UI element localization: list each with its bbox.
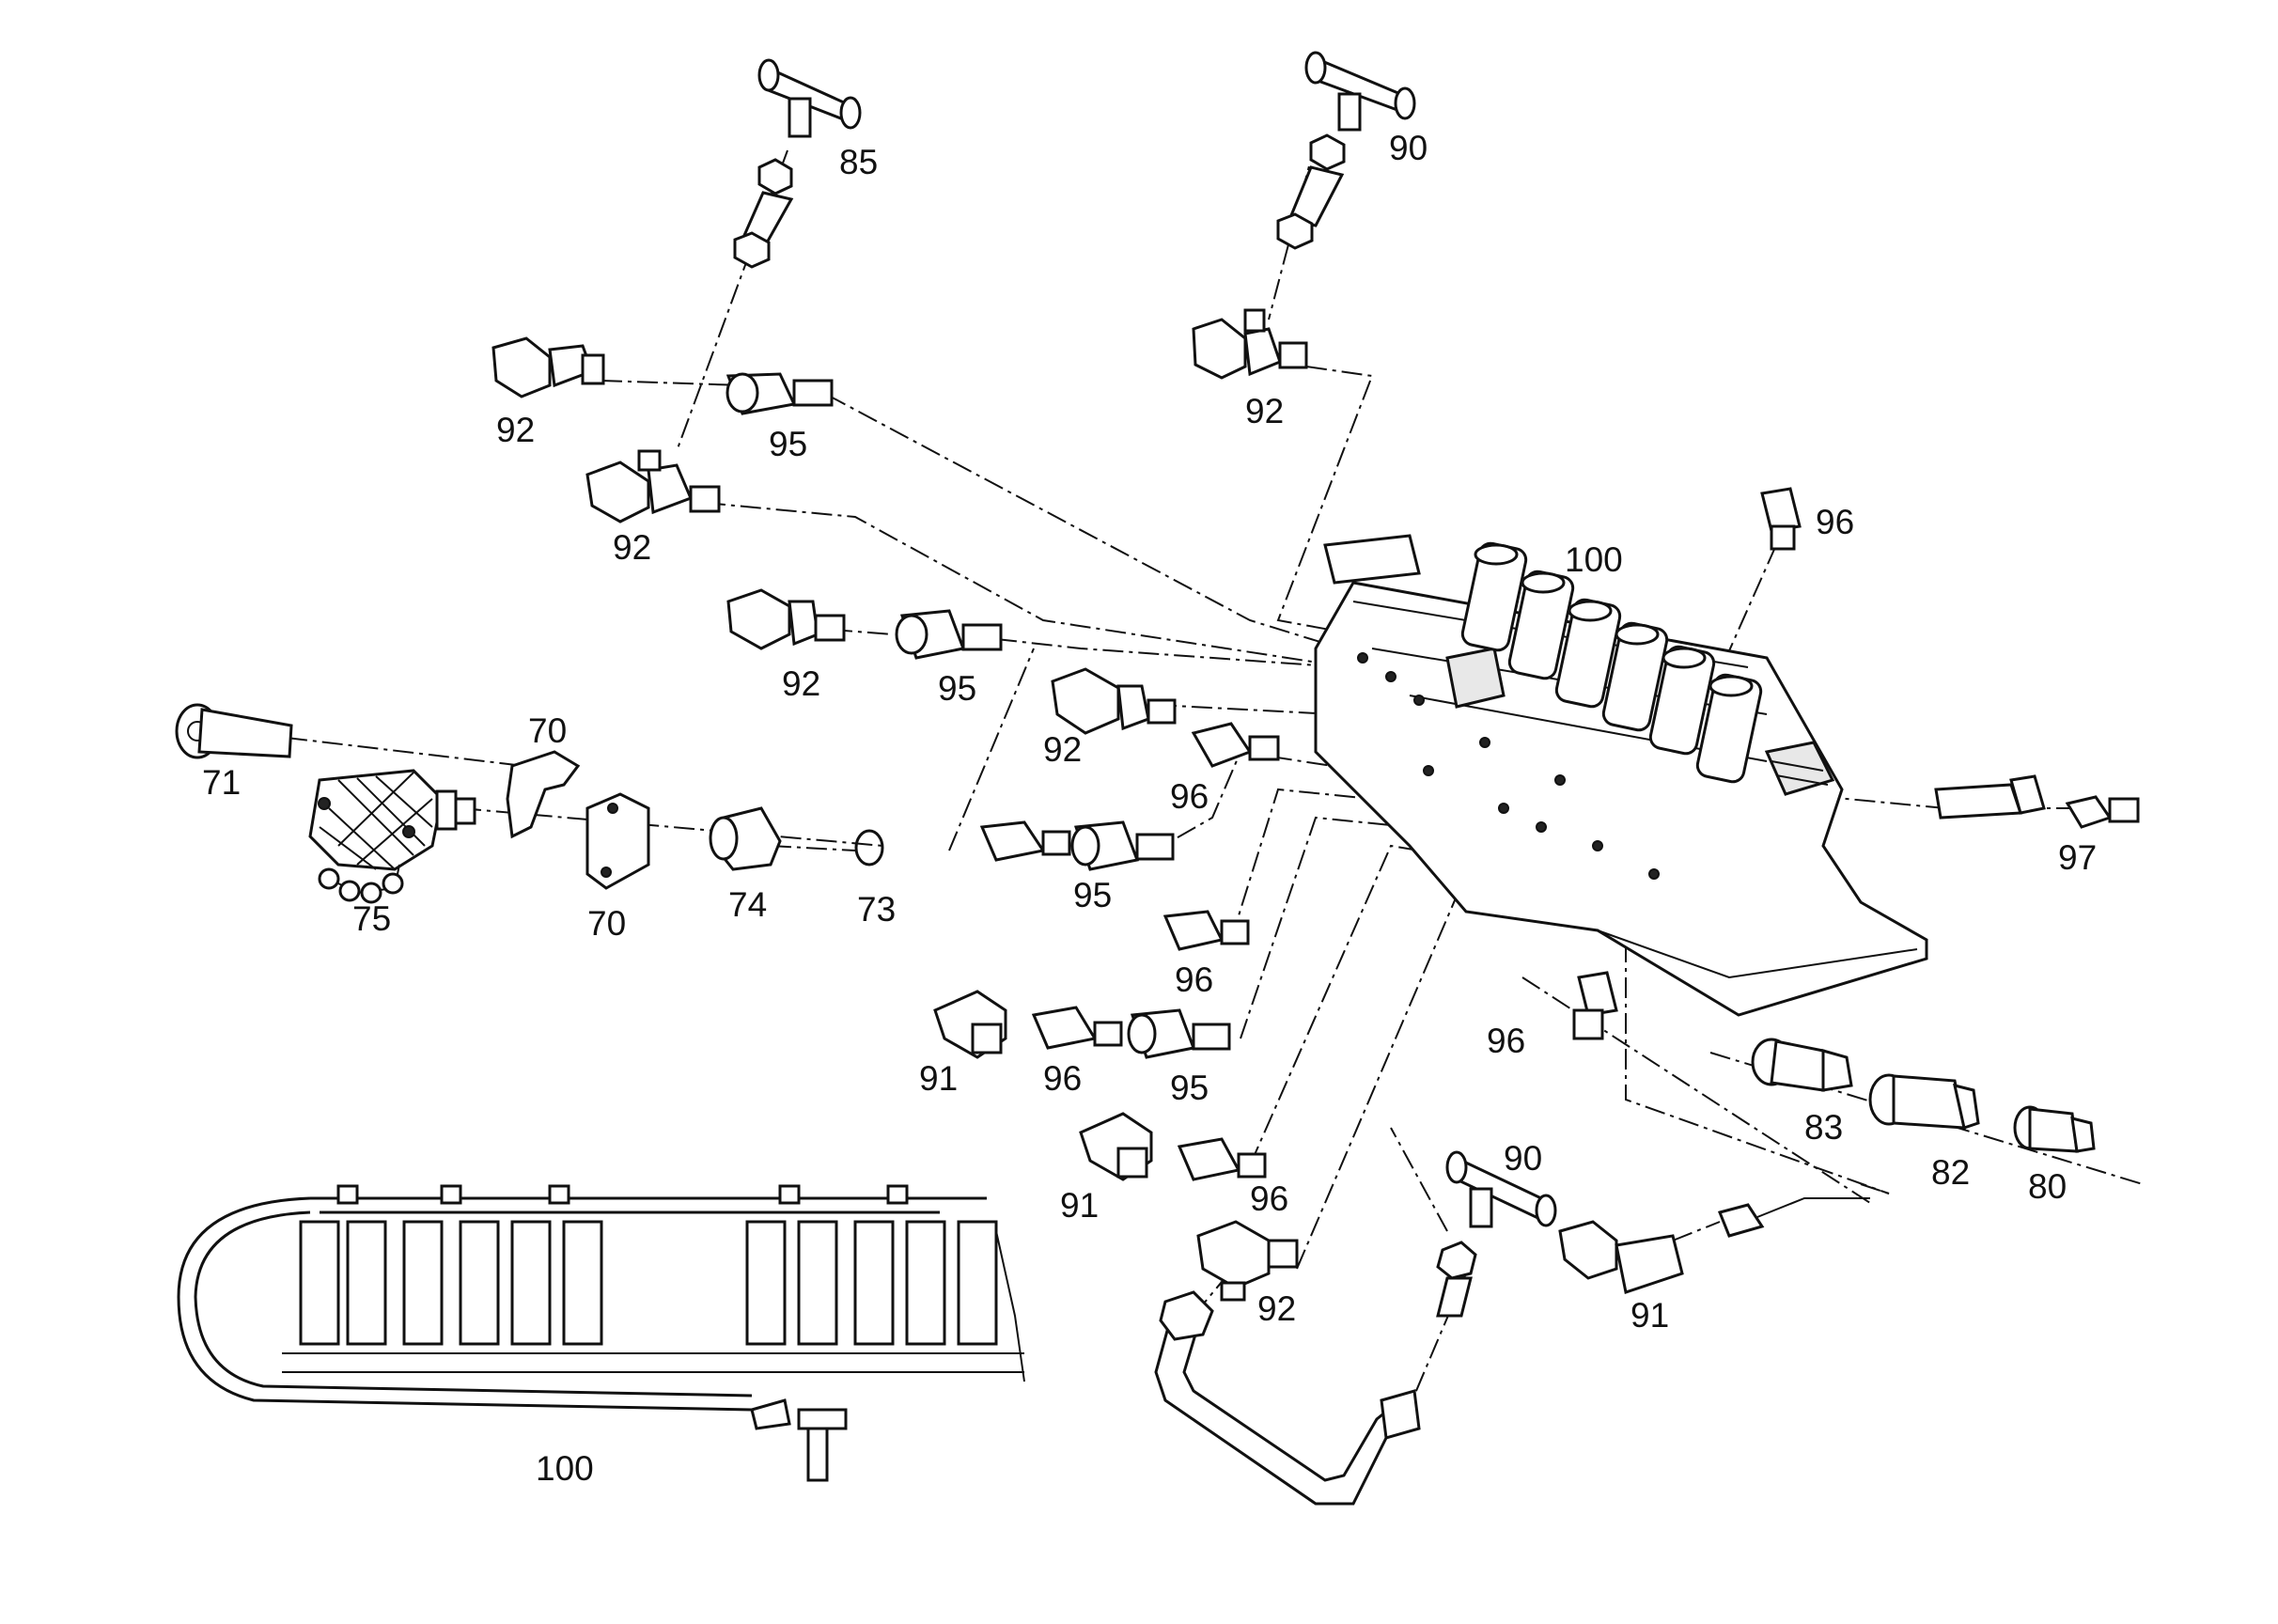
fitting-83 xyxy=(1751,1038,1853,1092)
fitting-96-e xyxy=(1177,1137,1267,1181)
label-90: 90 xyxy=(1504,1139,1542,1178)
fitting-95-b xyxy=(895,609,1003,660)
label-96: 96 xyxy=(1250,1179,1288,1218)
label-100: 100 xyxy=(1565,540,1623,579)
label-91: 91 xyxy=(919,1059,958,1098)
o-ring-73 xyxy=(854,829,884,867)
tee-fitting-90-top xyxy=(1276,51,1416,250)
fitting-96-f xyxy=(1572,971,1618,1040)
fitting-91-b xyxy=(1079,1112,1153,1181)
fitting-91-a xyxy=(933,990,1007,1059)
label-92: 92 xyxy=(1043,730,1082,769)
fitting-82 xyxy=(1868,1073,1980,1130)
fitting-96-b xyxy=(979,820,1071,862)
tee-fitting-90-bottom xyxy=(1445,1150,1557,1228)
clamp-70-bottom xyxy=(585,792,650,890)
pipe-97 xyxy=(1934,774,2140,829)
fitting-92-b xyxy=(585,449,721,523)
pipe-nut-bottom xyxy=(1436,1241,1477,1318)
fitting-96-top xyxy=(1760,487,1802,551)
fitting-95-c xyxy=(1070,820,1175,871)
label-96: 96 xyxy=(1170,777,1209,816)
tee-fitting-85 xyxy=(733,58,862,269)
elbow-fitting-91 xyxy=(1558,1197,1870,1294)
label-92: 92 xyxy=(496,411,535,449)
label-92: 92 xyxy=(1257,1289,1296,1328)
label-80: 80 xyxy=(2028,1167,2067,1206)
inset-overview-100 xyxy=(177,1184,1025,1482)
label-96: 96 xyxy=(1816,503,1854,541)
label-85: 85 xyxy=(839,143,878,181)
label-70: 70 xyxy=(528,711,567,750)
fitting-96-d xyxy=(1031,1006,1123,1050)
label-91: 91 xyxy=(1630,1296,1669,1335)
clamp-70-top xyxy=(506,750,581,839)
spacer-74 xyxy=(709,806,782,871)
fitting-92-e xyxy=(1051,667,1177,735)
label-95: 95 xyxy=(1073,876,1112,914)
fitting-80 xyxy=(2013,1105,2096,1153)
label-92: 92 xyxy=(613,528,651,567)
fitting-92-c xyxy=(1192,308,1308,380)
label-95: 95 xyxy=(769,425,807,463)
label-71: 71 xyxy=(202,763,241,802)
label-75: 75 xyxy=(352,899,391,938)
label-95: 95 xyxy=(938,669,976,708)
fitting-96-c xyxy=(1162,910,1250,951)
label-70: 70 xyxy=(587,904,626,943)
fitting-95-d xyxy=(1127,1008,1231,1059)
fitting-96-a xyxy=(1191,722,1280,768)
label-74: 74 xyxy=(728,885,767,924)
label-90: 90 xyxy=(1389,129,1428,167)
sensor-75 xyxy=(308,769,476,904)
pump-block-100 xyxy=(1314,534,1928,1017)
label-96: 96 xyxy=(1487,1022,1525,1060)
label-91: 91 xyxy=(1060,1186,1099,1225)
label-83: 83 xyxy=(1804,1108,1843,1147)
fitting-92-f xyxy=(1196,1220,1299,1302)
label-96: 96 xyxy=(1043,1059,1082,1098)
fitting-92-d xyxy=(726,588,846,650)
label-73: 73 xyxy=(857,890,896,929)
label-95: 95 xyxy=(1170,1069,1209,1107)
label-82: 82 xyxy=(1931,1153,1970,1192)
label-97: 97 xyxy=(2058,838,2097,877)
part-labels: 85 90 92 95 92 92 96 100 92 95 70 71 92 … xyxy=(202,129,2097,1488)
return-pipe xyxy=(1154,1290,1421,1506)
label-96: 96 xyxy=(1175,960,1213,999)
fitting-95-a xyxy=(726,372,834,415)
label-92: 92 xyxy=(782,664,820,703)
bolt-71 xyxy=(175,703,293,759)
label-100: 100 xyxy=(536,1449,594,1488)
label-92: 92 xyxy=(1245,392,1284,430)
fitting-92-a xyxy=(491,336,605,398)
